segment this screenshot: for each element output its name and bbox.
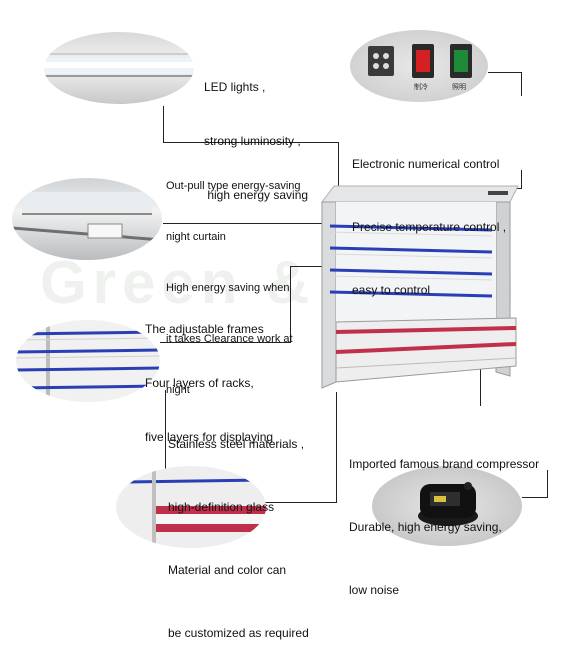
led-line-2: strong luminosity , — [204, 134, 301, 148]
curtain-line-3: High energy saving when — [166, 282, 290, 294]
compressor-callout: Imported famous brand compressor Durable… — [349, 412, 539, 622]
connector-frames-h — [290, 266, 332, 267]
connector-electronic-v2 — [521, 170, 522, 188]
connector-compressor-v — [480, 366, 481, 406]
connector-led-h — [163, 142, 339, 143]
adjustable-frames-image — [16, 320, 160, 402]
compressor-line-3: low noise — [349, 583, 400, 597]
connector-electronic — [488, 72, 522, 73]
connector-compressor-v2 — [547, 470, 548, 498]
night-curtain-image — [12, 178, 162, 260]
connector-curtain — [163, 223, 373, 224]
connector-steel-h2 — [210, 502, 337, 503]
compressor-image — [372, 466, 522, 546]
led-line-3: high energy saving — [204, 188, 309, 202]
electronic-callout: Electronic numerical control Precise tem… — [352, 112, 506, 322]
curtain-line-1: Out-pull type energy-saving — [166, 180, 301, 192]
connector-led-v2 — [338, 142, 339, 186]
led-line-1: LED lights , — [204, 80, 266, 94]
led-lights-image — [44, 32, 194, 104]
connector-steel-v2 — [336, 392, 337, 502]
connector-frames-v — [290, 266, 291, 342]
steel-callout: Stainless steel materials , high-definit… — [168, 392, 309, 665]
racks-graphic — [16, 320, 160, 402]
frames-line-3: five layers for displaying — [145, 430, 274, 444]
led-strip-graphic — [44, 53, 194, 77]
connector-compressor-h — [522, 497, 548, 498]
frames-callout: The adjustable frames Four layers of rac… — [145, 284, 273, 464]
curtain-callout: Out-pull type energy-saving night curtai… — [166, 144, 301, 416]
electronic-line-2: Precise temperature control , — [352, 220, 507, 234]
steel-base-graphic — [125, 466, 266, 548]
switch-label-cooling: 制冷 — [414, 83, 428, 91]
frames-line-2: Four layers of racks, — [145, 376, 254, 390]
curtain-graphic — [12, 192, 162, 242]
steel-line-4: be customized as required — [168, 626, 309, 640]
curtain-line-4: it takes Clearance work at — [166, 333, 293, 345]
steel-line-3: Material and color can — [168, 563, 287, 577]
electronic-control-image: 制冷 照明 — [350, 30, 488, 102]
compressor-line-1: Imported famous brand compressor — [349, 457, 540, 471]
switch-label-lighting: 照明 — [452, 83, 466, 91]
frames-line-1: The adjustable frames — [145, 322, 264, 336]
stainless-steel-image — [116, 466, 266, 548]
curtain-line-2: night curtain — [166, 231, 226, 243]
steel-line-1: Stainless steel materials , — [168, 437, 305, 451]
connector-led — [163, 106, 164, 142]
connector-electronic-v — [521, 72, 522, 96]
compressor-graphic — [418, 482, 478, 526]
curtain-line-5: night — [166, 384, 190, 396]
connector-frames-h2 — [160, 342, 291, 343]
led-callout: LED lights , strong luminosity , high en… — [204, 42, 308, 222]
steel-line-2: high-definition glass — [168, 500, 275, 514]
electronic-line-1: Electronic numerical control — [352, 157, 500, 171]
display-case-illustration — [321, 185, 519, 389]
control-panel-graphic — [368, 44, 472, 78]
connector-steel-v — [165, 390, 166, 486]
compressor-line-2: Durable, high energy saving, — [349, 520, 502, 534]
electronic-line-3: easy to control — [352, 283, 431, 297]
